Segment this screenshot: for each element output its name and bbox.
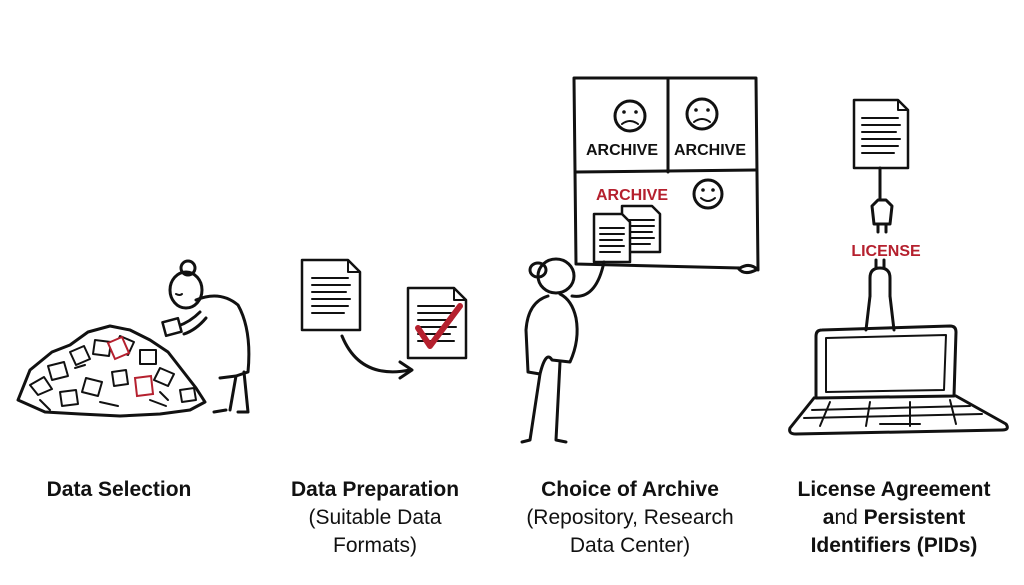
step-caption-choice-of-archive: Choice of Archive (Repository, Research … [502, 476, 758, 560]
title-line2-bold-b: Persistent [863, 506, 966, 529]
happy-face-icon [692, 178, 724, 210]
checked-document-icon [406, 286, 468, 360]
document-icon [592, 212, 632, 264]
step-title-line2: and Persistent [774, 504, 1014, 532]
plug-icon [864, 166, 896, 332]
title-line2-bold-a: a [822, 506, 835, 529]
paper-pile-icon [16, 324, 207, 418]
step-caption-license-agreement: License Agreement and Persistent Identif… [774, 476, 1014, 560]
step-caption-data-preparation: Data Preparation (Suitable Data Formats) [268, 476, 482, 560]
step-subtitle-line1: (Suitable Data [308, 506, 442, 529]
step-title-line3: Identifiers (PIDs) [810, 534, 978, 557]
laptop-icon [788, 324, 1009, 436]
archive-label-top-left: ARCHIVE [586, 142, 658, 159]
step-title-line1: License Agreement [797, 478, 991, 501]
step-title: Data Preparation [290, 478, 460, 501]
sad-face-icon [685, 97, 719, 131]
person-reading-icon [161, 259, 251, 414]
archive-label-top-right: ARCHIVE [674, 142, 746, 159]
step-caption-data-selection: Data Selection [10, 476, 228, 504]
step-subtitle-line1: (Repository, Research [526, 506, 734, 529]
step-subtitle-line2: Data Center) [569, 534, 691, 557]
sad-face-icon [613, 99, 647, 133]
document-icon [852, 98, 910, 170]
document-icon [620, 204, 662, 254]
license-label: LICENSE [851, 243, 921, 260]
title-line2-normal: nd [834, 506, 864, 529]
person-reaching-icon [520, 257, 606, 444]
archive-label-chosen: ARCHIVE [596, 187, 668, 204]
archive-board-icon [572, 76, 760, 275]
diagram-canvas: ARCHIVE ARCHIVE ARCHIVE [16, 76, 1009, 444]
curved-arrow-icon [340, 334, 414, 380]
step-title: Data Selection [46, 478, 192, 501]
document-icon [300, 258, 362, 332]
step-title: Choice of Archive [541, 478, 719, 501]
step-subtitle-line2: Formats) [333, 534, 417, 557]
